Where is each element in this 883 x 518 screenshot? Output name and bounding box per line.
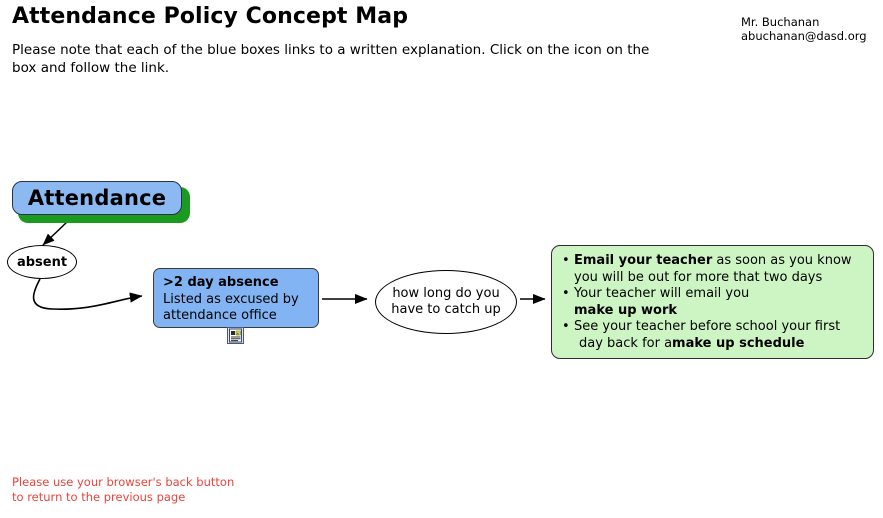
action-1-lead: Email your teacher <box>574 253 713 268</box>
actions-list: • Email your teacher as soon as you know… <box>560 253 865 352</box>
page-title: Attendance Policy Concept Map <box>12 4 409 29</box>
contact-email: abuchanan@dasd.org <box>741 29 867 43</box>
node-how-long-to-catch-up: how long do you have to catch up <box>375 270 517 334</box>
action-3-line-2-bold: make up schedule <box>672 335 805 351</box>
list-item: • See your teacher before school your fi… <box>560 319 865 352</box>
bullet-icon: • <box>562 319 570 334</box>
node-two-day-absence[interactable]: >2 day absence Listed as excused by atte… <box>153 268 319 328</box>
action-1-line-2: you will be out for more that two days <box>574 269 823 285</box>
absence-title: >2 day absence <box>163 275 279 290</box>
action-2-rest: Your teacher will email you <box>574 286 750 301</box>
attendance-label: Attendance <box>27 186 167 210</box>
absence-line-3: attendance office <box>163 308 277 323</box>
edge-absent-to-absence <box>32 278 143 311</box>
node-catch-up-actions: • Email your teacher as soon as you know… <box>551 245 874 359</box>
back-note-line-1: Please use your browser's back button <box>12 475 235 489</box>
absent-label: absent <box>16 254 68 270</box>
document-link-icon[interactable] <box>227 327 244 344</box>
action-3-line-2: day back for a <box>579 335 673 351</box>
edge-attendance-to-absent <box>42 220 69 246</box>
list-item: • Your teacher will email you make up wo… <box>560 286 865 319</box>
contact-info: Mr. Buchanan abuchanan@dasd.org <box>741 15 867 43</box>
list-item: • Email your teacher as soon as you know… <box>560 253 865 286</box>
node-attendance[interactable]: Attendance <box>12 181 190 223</box>
node-absent: absent <box>7 245 77 279</box>
back-note-line-2: to return to the previous page <box>12 489 186 504</box>
action-3-rest: See your teacher before school your firs… <box>574 319 841 334</box>
action-2-line-2: make up work <box>574 302 678 318</box>
action-1-rest: as soon as you know <box>712 253 852 268</box>
contact-name: Mr. Buchanan <box>741 15 820 29</box>
bullet-icon: • <box>562 286 570 301</box>
back-button-note: Please use your browser's back button to… <box>12 475 234 504</box>
howlong-line-2: have to catch up <box>391 302 501 317</box>
bullet-icon: • <box>562 253 570 268</box>
intro-paragraph: Please note that each of the blue boxes … <box>12 42 650 76</box>
howlong-line-1: how long do you <box>392 286 500 301</box>
absence-line-2: Listed as excused by <box>163 291 299 307</box>
attendance-face[interactable]: Attendance <box>12 181 182 215</box>
